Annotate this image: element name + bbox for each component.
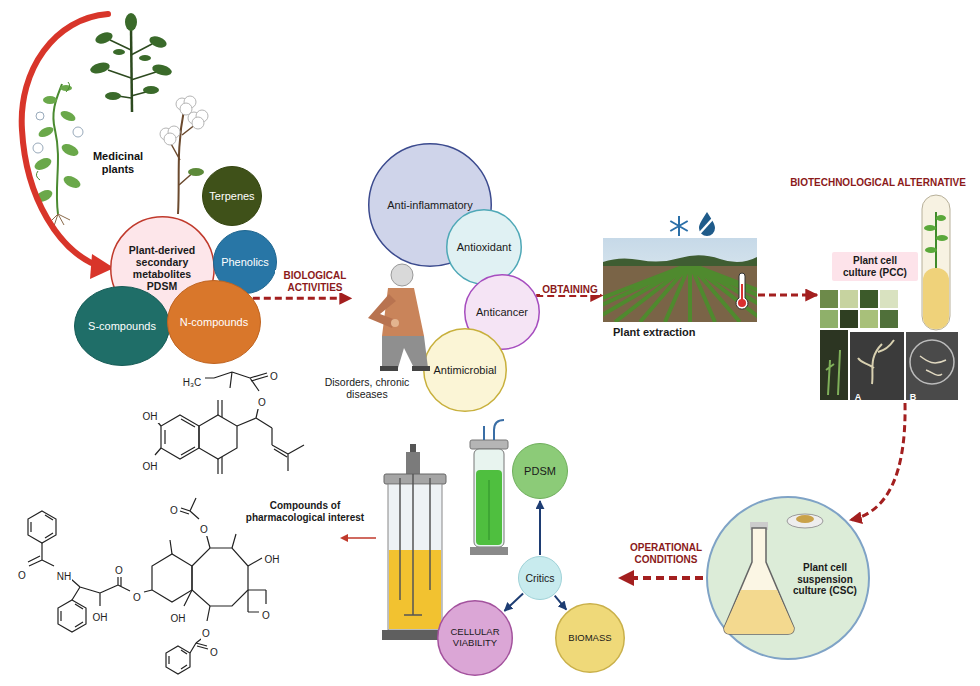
field-photo-image [603,238,757,322]
node-label: Anti-inflammatory [387,199,473,212]
paclitaxel-structure [28,498,266,674]
patient-figure-drawing [368,264,430,371]
cotton-plant [160,96,208,214]
node-label: Antimicrobial [434,364,497,377]
circle-shape [519,557,562,600]
circle-shape [168,281,261,364]
flow-arrow [253,297,351,300]
circle-shape [447,210,522,285]
atom-label: OH [92,612,109,624]
node-label: Phenolics [221,256,269,269]
section-heading: BIOTECHNOLOGICAL ALTERNATIVE [790,177,966,189]
atom-label: O [201,628,211,640]
node-label: Plant cell suspension culture (CSC) [786,562,864,597]
circle-shape [707,497,869,659]
node-label: Terpenes [209,190,254,203]
activity-circle: Antioxidant [446,209,522,285]
class-circle: S-compounds [74,286,170,366]
atom-label: OH [142,461,159,473]
node-label: Plant cell culture (PCC) [832,252,918,281]
atom-label: O [269,371,279,383]
no-water-icon [698,212,717,236]
node-label: Plant-derived secondary metabolites PDSM [120,244,204,292]
node-label: Critics [525,572,554,584]
atom-label: O [261,610,271,622]
atom-label: O [257,397,267,409]
compound-caption: Compounds of pharmacological interest [230,500,380,523]
node-label: Disorders, chronic diseases [314,376,420,400]
flow-arrow [555,596,567,610]
arrow-label: BIOLOGICAL ACTIVITIES [275,270,355,293]
flow-arrow [539,501,541,555]
panel-letter: A [855,392,862,402]
tomato-plant [89,13,173,112]
panel-letter: B [910,392,917,402]
culture-images [820,195,958,400]
class-circle: N-compounds [167,280,261,364]
atom-label: O [199,524,209,536]
atom-label: OH [142,411,159,423]
atom-label: O [132,592,142,604]
arrow-label: OPERATIONAL CONDITIONS [623,542,709,565]
critics-circle: Critics [518,556,562,600]
source-arrow [22,14,114,279]
circle-shape [556,604,625,673]
circle-shape [424,329,507,412]
atom-label: O [169,505,179,517]
atom-label: O [17,570,27,582]
activity-circle: Antimicrobial [423,328,507,412]
node-label: BIOMASS [568,633,611,644]
flow-arrow [504,594,523,611]
circle-shape [438,601,513,676]
node-label: CELLULAR VIABILITY [445,627,505,649]
plant-label: Medicinal plants [82,150,154,175]
arrow-label: OBTAINING [540,284,599,296]
output-circle: CELLULAR VIABILITY [437,600,513,676]
circle-shape [75,287,170,366]
thermometer-icon [736,273,748,309]
field-photo: Plant extraction [603,238,757,322]
conditions-arrow [618,570,703,586]
atom-label: H₃C [182,377,203,389]
node-label: S-compounds [88,320,156,333]
node-label: Plant extraction [613,326,753,339]
flow-arrow [850,403,905,520]
atom-label: O [209,647,219,659]
flask-drawing [724,514,823,634]
atom-label: OH [264,554,281,566]
output-circle: PDSM [512,443,568,499]
stirred-bioreactor [382,444,448,640]
output-circle: BIOMASS [555,603,625,673]
airlift-bioreactor [470,420,508,555]
naphthoquinone-structure [155,372,304,474]
circle-shape [203,167,262,226]
class-circle: Terpenes [202,166,262,226]
node-label: PDSM [524,465,556,478]
output-arrow [340,534,376,542]
node-label: Antioxidant [457,241,511,254]
node-label: N-compounds [180,316,248,329]
flow-arrow [758,294,817,297]
atom-label: O [114,565,124,577]
atom-label: OH [170,613,187,625]
atom-label: NH [56,571,72,583]
culture-panel: Plant cell culture (PCC) [818,190,960,402]
node-label: Anticancer [476,306,528,319]
cold-icon [670,216,687,236]
circle-shape [513,444,568,499]
